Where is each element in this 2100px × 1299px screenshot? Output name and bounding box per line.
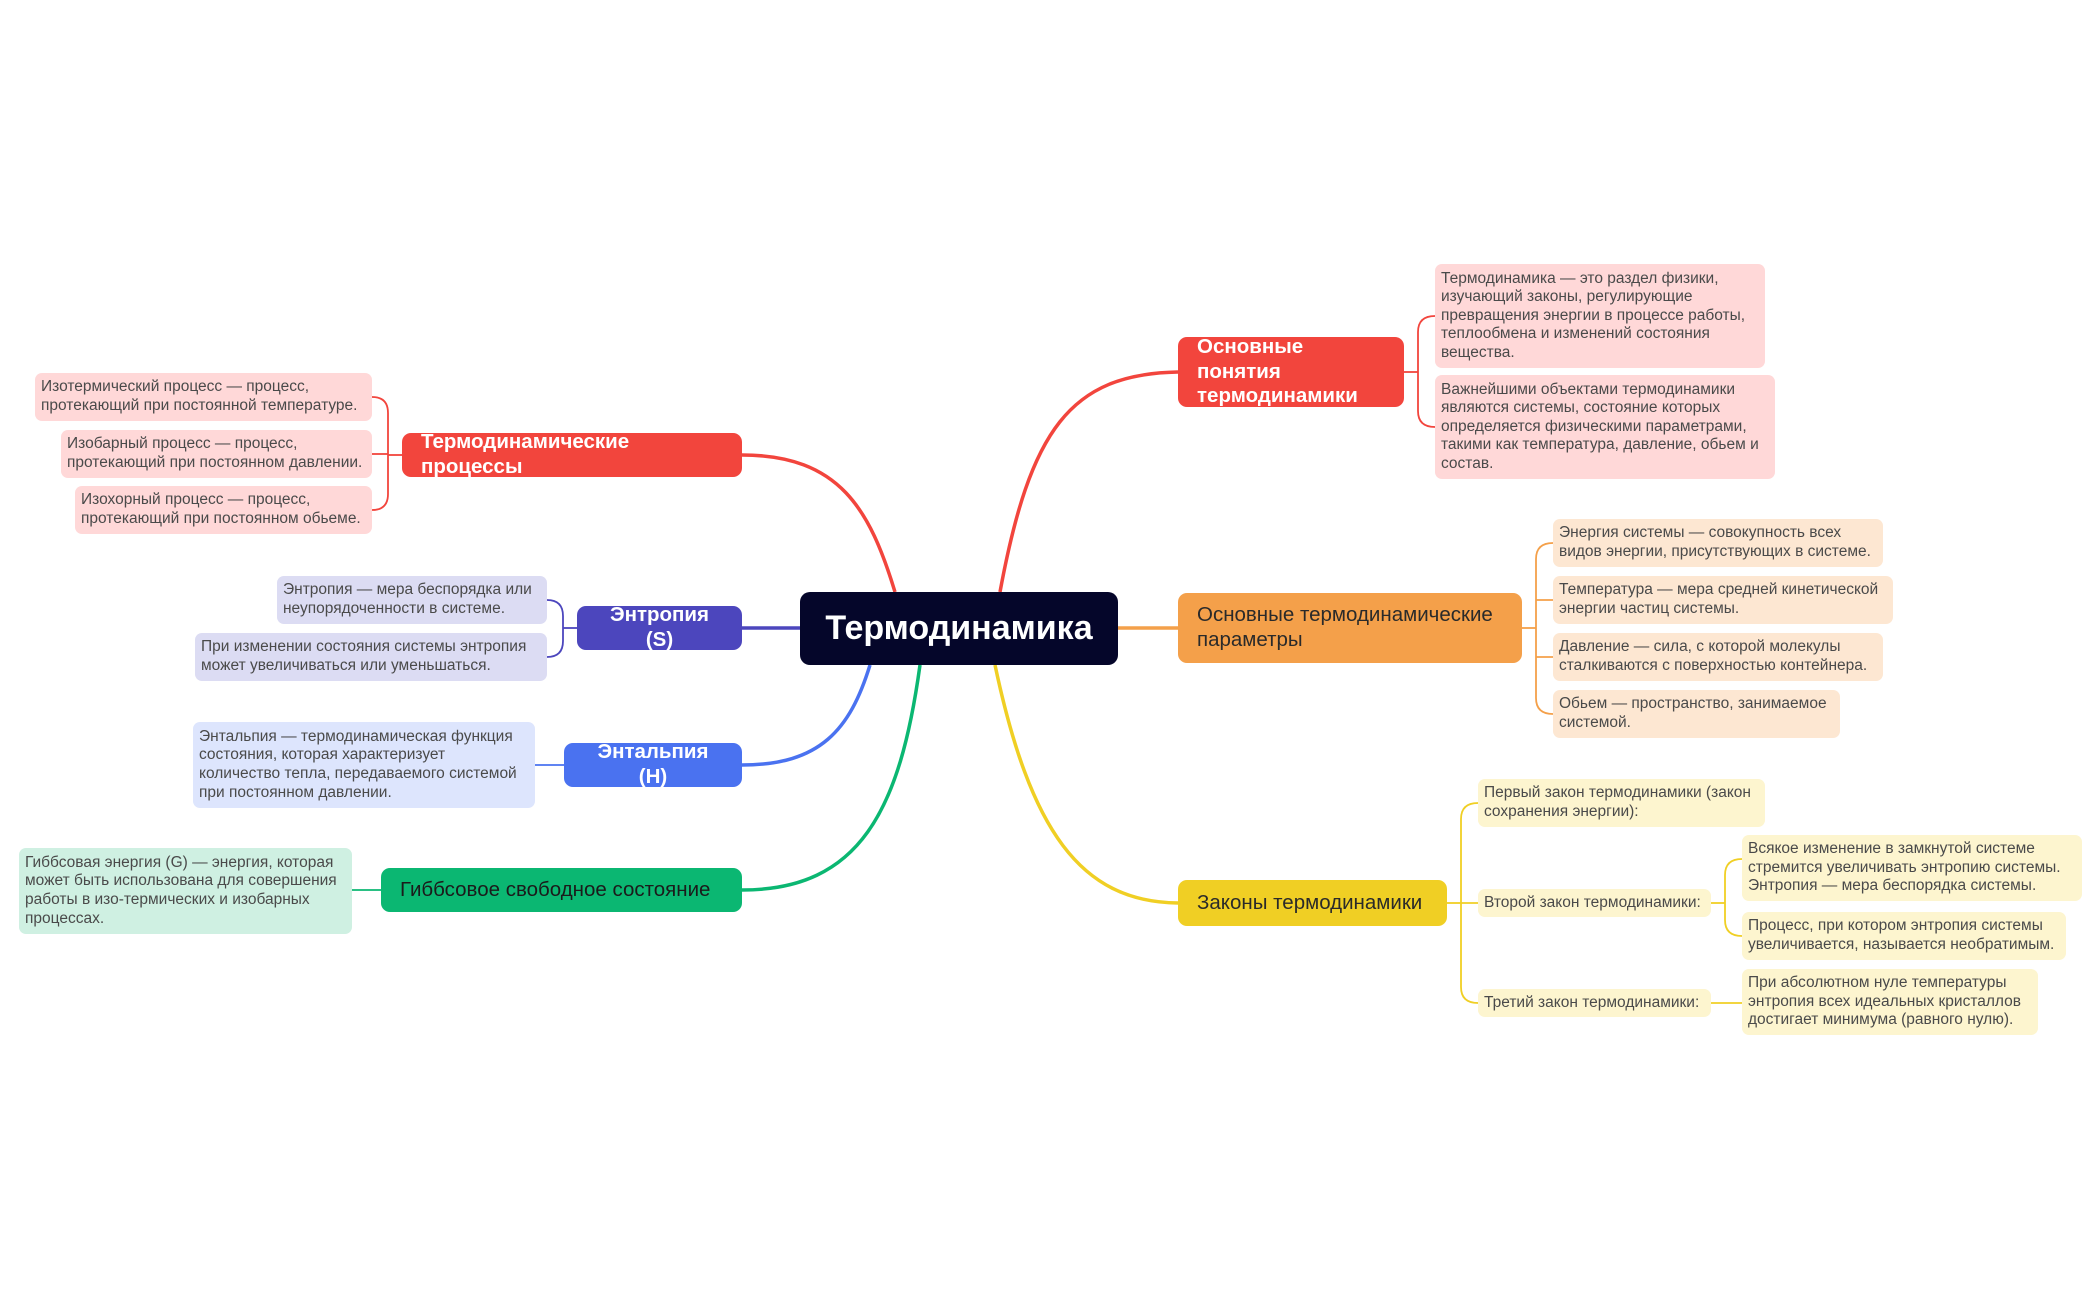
branch-parameters-label: Основные термодинамические параметры bbox=[1197, 603, 1493, 651]
leaf-enthalpy-1[interactable]: Энтальпия — термодинамическая функция со… bbox=[193, 722, 535, 808]
branch-parameters[interactable]: Основные термодинамические параметры bbox=[1178, 593, 1522, 663]
branch-entropy[interactable]: Энтропия (S) bbox=[577, 603, 742, 651]
branch-concepts[interactable]: Основные понятия термодинамики bbox=[1178, 335, 1404, 408]
branch-processes[interactable]: Термодинамические процессы bbox=[402, 430, 742, 478]
branch-laws[interactable]: Законы термодинамики bbox=[1178, 880, 1447, 926]
law-second-detail-2[interactable]: Процесс, при котором энтропия системы ув… bbox=[1742, 912, 2066, 960]
bracket-laws bbox=[1447, 802, 1743, 1004]
leaf-processes-1[interactable]: Изотермический процесс — процесс, протек… bbox=[35, 373, 372, 421]
root-node[interactable]: Термодинамика bbox=[800, 592, 1118, 665]
connector-enthalpy bbox=[741, 664, 872, 767]
leaf-parameters-3[interactable]: Давление — сила, с которой молекулы стал… bbox=[1553, 633, 1883, 681]
bracket-processes bbox=[371, 396, 402, 511]
bracket-concepts bbox=[1404, 315, 1436, 428]
branch-entropy-label: Энтропия (S) bbox=[610, 603, 709, 651]
root-label: Термодинамика bbox=[825, 609, 1093, 647]
connector-gibbs bbox=[741, 664, 922, 892]
law-first[interactable]: Первый закон термодинамики (закон сохран… bbox=[1478, 779, 1765, 827]
leaf-gibbs-1[interactable]: Гиббсовая энергия (G) — энергия, которая… bbox=[19, 848, 352, 934]
law-second-detail-1[interactable]: Всякое изменение в замкнутой системе стр… bbox=[1742, 835, 2082, 901]
connector-laws bbox=[993, 664, 1179, 905]
law-second[interactable]: Второй закон термодинамики: bbox=[1478, 889, 1711, 917]
leaf-processes-2[interactable]: Изобарный процесс — процесс, протекающий… bbox=[61, 430, 372, 478]
leaf-entropy-2[interactable]: При изменении состояния системы энтропия… bbox=[195, 633, 547, 681]
branch-enthalpy-label: Энтальпия (H) bbox=[597, 740, 709, 788]
leaf-parameters-4[interactable]: Обьем — пространство, занимаемое системо… bbox=[1553, 690, 1840, 738]
leaf-parameters-2[interactable]: Температура — мера средней кинетической … bbox=[1553, 576, 1893, 624]
connector-concepts bbox=[998, 370, 1179, 593]
branch-gibbs[interactable]: Гиббсовое свободное состояние bbox=[381, 868, 742, 912]
leaf-processes-3[interactable]: Изохорный процесс — процесс, протекающий… bbox=[75, 486, 372, 534]
branch-laws-label: Законы термодинамики bbox=[1197, 890, 1423, 914]
branch-processes-label: Термодинамические процессы bbox=[421, 430, 630, 478]
connector-processes bbox=[741, 453, 897, 593]
leaf-parameters-1[interactable]: Энергия системы — совокупность всех видо… bbox=[1553, 519, 1883, 567]
bracket-parameters bbox=[1522, 542, 1554, 715]
branch-gibbs-label: Гиббсовое свободное состояние bbox=[400, 877, 711, 901]
leaf-concepts-2[interactable]: Важнейшими объектами термодинамики являю… bbox=[1435, 375, 1775, 479]
law-third[interactable]: Третий закон термодинамики: bbox=[1478, 989, 1711, 1017]
leaf-entropy-1[interactable]: Энтропия — мера беспорядка или неупорядо… bbox=[277, 576, 547, 624]
branch-concepts-label: Основные понятия термодинамики bbox=[1197, 335, 1358, 408]
bracket-entropy bbox=[546, 599, 577, 658]
branch-enthalpy[interactable]: Энтальпия (H) bbox=[564, 740, 742, 788]
law-third-detail[interactable]: При абсолютном нуле температуры энтропия… bbox=[1742, 969, 2038, 1035]
leaf-concepts-1[interactable]: Термодинамика — это раздел физики, изуча… bbox=[1435, 264, 1765, 368]
